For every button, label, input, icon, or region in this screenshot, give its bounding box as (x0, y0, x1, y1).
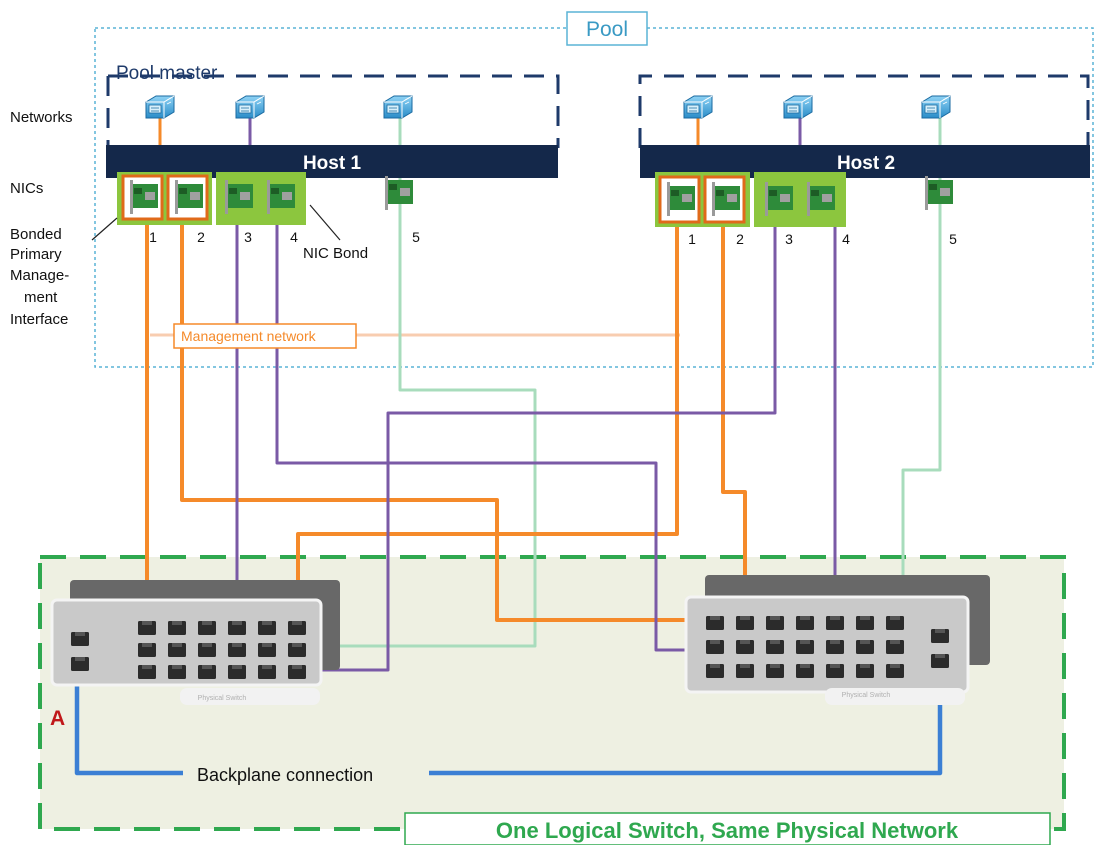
bonded-label-5: Interface (10, 311, 68, 328)
cable-h1-nic5 (305, 115, 537, 648)
pool-master-label: Pool master (116, 63, 218, 84)
pool-master-box (106, 74, 560, 148)
cable-h2-nic1 (296, 210, 679, 622)
nic-number: 4 (842, 231, 850, 247)
network-icon (235, 95, 265, 119)
nic-number: 2 (197, 229, 205, 245)
switch1-label: Physical Switch (198, 695, 247, 702)
management-network-label: Management network (181, 328, 317, 344)
logical-switch-label-box (404, 812, 1051, 845)
cable-h1-nic2 (180, 210, 715, 622)
backplane-cable (74, 665, 943, 776)
bonded-label-3: Manage- (10, 267, 69, 284)
bonded-label-4: ment (24, 289, 58, 306)
backplane-label: Backplane connection (197, 765, 373, 785)
network-icon (683, 95, 713, 119)
nic-number: 5 (412, 229, 420, 245)
nic-number: 2 (736, 231, 744, 247)
nic-number: 3 (244, 229, 252, 245)
network-icon (383, 95, 413, 119)
nic-bond-label: NIC Bond (303, 245, 368, 262)
management-network-label-box (173, 323, 357, 349)
nic-number: 5 (949, 231, 957, 247)
bonded-label-1: Bonded (10, 226, 62, 243)
host1-label: Host 1 (303, 153, 362, 174)
bonded-pointer-line (91, 217, 118, 241)
nics-label: NICs (10, 180, 43, 197)
pool-label: Pool (586, 18, 628, 41)
network-icon (783, 95, 813, 119)
cable-h2-nic5 (901, 115, 942, 620)
switch-a-marker: A (50, 707, 65, 730)
networks-label: Networks (10, 109, 73, 126)
bonded-label-2: Primary (10, 246, 62, 263)
network-icon (921, 95, 951, 119)
switch2-label: Physical Switch (842, 692, 891, 699)
network-icon (145, 95, 175, 119)
host2-box (638, 74, 1090, 148)
nic-number: 1 (149, 229, 157, 245)
cable-h2-nic3 (305, 210, 777, 672)
switch2-label-plate (825, 688, 965, 705)
nic-number: 3 (785, 231, 793, 247)
switch1-body (50, 598, 323, 687)
nic-number: 4 (290, 229, 298, 245)
host2-label: Host 2 (837, 153, 895, 174)
nic-number: 1 (688, 231, 696, 247)
switch1-label-plate (180, 688, 320, 705)
nic-bond-pointer-line (309, 204, 341, 241)
logical-switch-label: One Logical Switch, Same Physical Networ… (496, 818, 959, 843)
cable-h2-nic2 (721, 210, 747, 620)
cable-h1-nic4 (275, 210, 715, 652)
backplane-label-box (183, 762, 429, 788)
pool-label-box (566, 11, 648, 46)
